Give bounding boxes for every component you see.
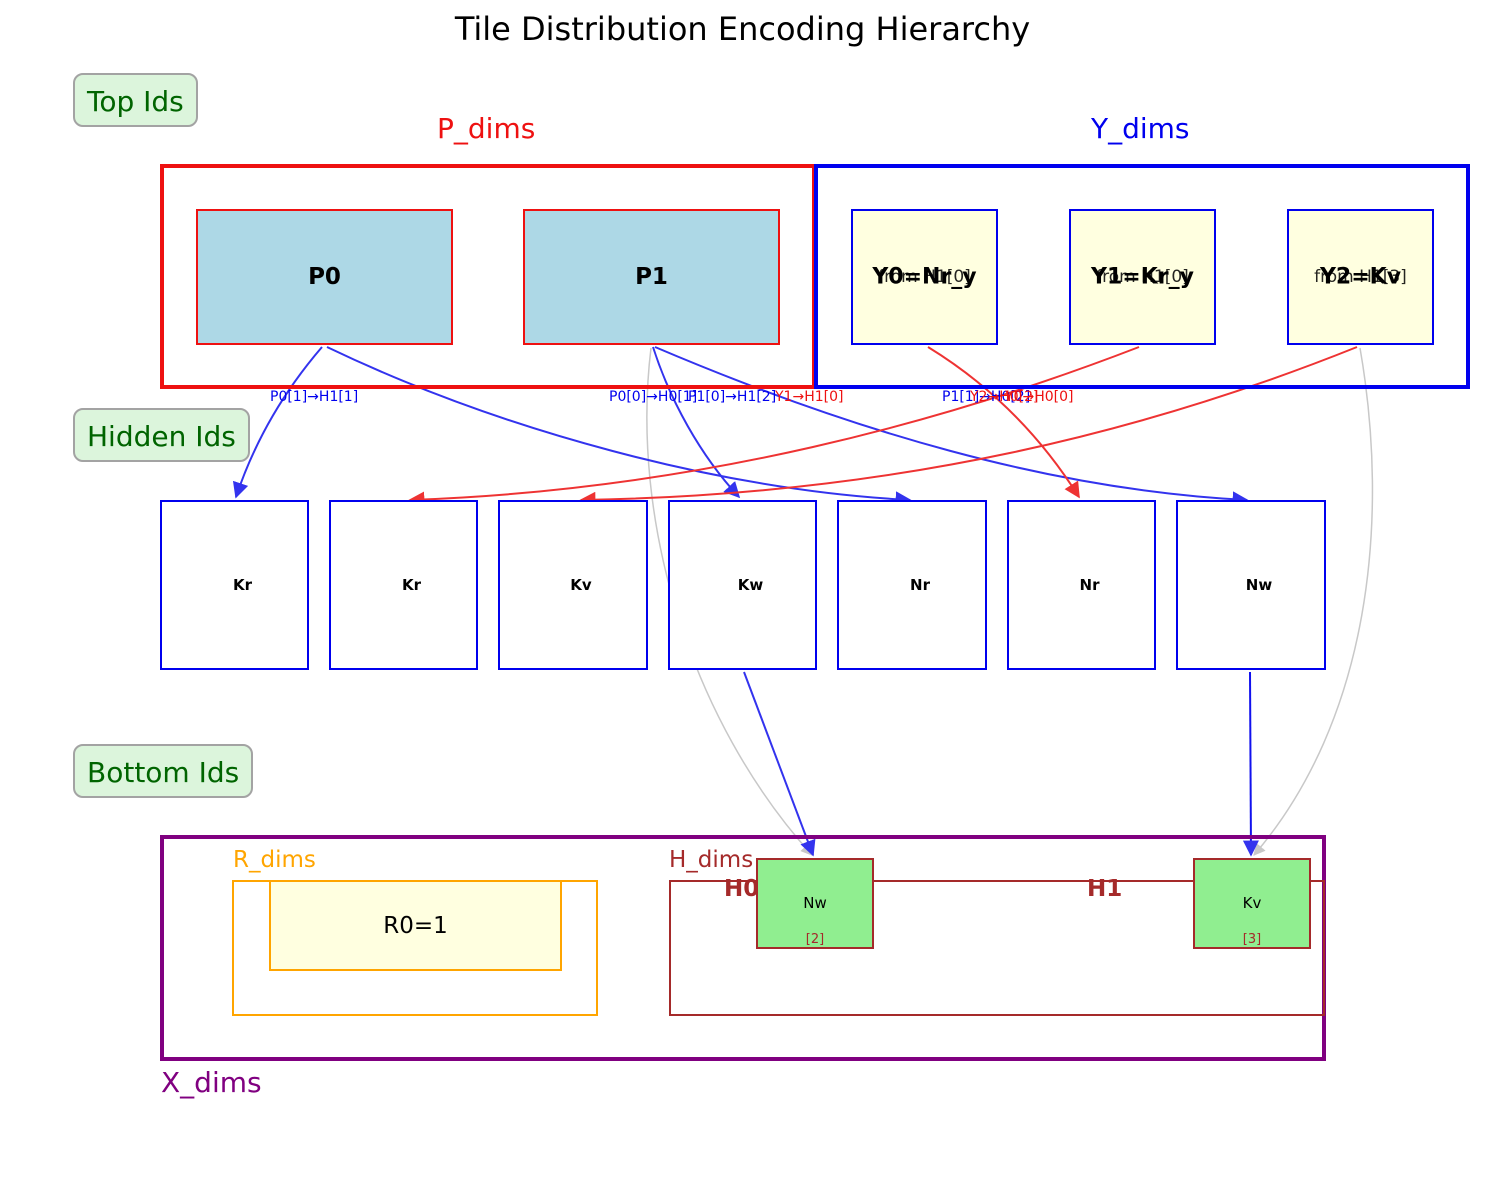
diagram-title: Tile Distribution Encoding Hierarchy (454, 10, 1031, 48)
bottom-node-index: [2] (805, 932, 825, 947)
hidden-node-label: Nr (910, 576, 930, 594)
edge-label: Y2→H0[2] (970, 389, 1039, 405)
edge-p0-kr (232, 346, 323, 499)
edge-label: Y1→H1[0] (775, 389, 844, 405)
x-dims-label: X_dims (161, 1066, 262, 1099)
level-tag-bottom: Bottom Ids (73, 744, 254, 798)
level-tag-top: Top Ids (73, 73, 198, 127)
hidden-node-label: Kv (570, 576, 592, 594)
hidden-node-3: Kw (668, 500, 817, 670)
hidden-node-label: Kw (737, 576, 764, 594)
edge-p1-kw (652, 346, 741, 499)
hidden-node-label: Nr (1079, 576, 1100, 594)
bottom-node-0: Nw [2] (756, 858, 874, 949)
gray-edge-y2-kv (1253, 347, 1374, 856)
hidden-node-label: Kr (232, 576, 253, 594)
edge-label: P0[1]→H1[1] (270, 389, 359, 405)
edge-y1-kr (408, 346, 1140, 508)
y-node-0: from H1[0] Y0=Nr_y (851, 209, 998, 345)
bottom-node-index: [3] (1242, 932, 1262, 947)
h-group-0-label: H0 (724, 876, 760, 902)
r-dims-label: R_dims (233, 847, 316, 873)
bottom-node-1: Kv [3] (1193, 858, 1311, 949)
y-node-0-source: from H1[0] (878, 267, 971, 287)
hidden-node-2: Kv (498, 500, 648, 670)
bottom-node-name: Kv (1242, 894, 1262, 912)
edge-label: P1[0]→H1[2] (688, 389, 777, 405)
hidden-node-6: Nw (1176, 500, 1326, 670)
y-dims-group (814, 164, 1470, 389)
y-node-1: from H1[0] Y1=Kr_y (1069, 209, 1216, 345)
hidden-node-0: Kr (160, 500, 309, 670)
y-node-2: from H1[3] Y2=Kv (1287, 209, 1434, 345)
hidden-node-label: Nw (1245, 576, 1273, 594)
edge-y2-kv (579, 346, 1358, 508)
h-dims-group (669, 880, 1325, 1016)
edge-label: P0[0]→H0[1] (609, 389, 698, 405)
edge-nw-kv (1242, 671, 1259, 857)
y-node-0-label: Y0=Nr_y (872, 264, 977, 290)
y-node-2-source: from H1[3] (1314, 267, 1407, 287)
r-node-0: R0=1 (269, 880, 562, 971)
edge-kw-nw (743, 671, 816, 857)
hidden-node-1: Kr (329, 500, 478, 670)
y-node-2-label: Y2=Kv (1319, 264, 1402, 290)
level-tag-hidden: Hidden Ids (73, 408, 250, 462)
hidden-node-5: Nr (1007, 500, 1156, 670)
y-node-1-source: from H1[0] (1096, 267, 1189, 287)
edge-label: P1[1]→H0[2] (942, 389, 1031, 405)
p-node-1: P1 (523, 209, 780, 345)
y-dims-label: Y_dims (1091, 112, 1190, 145)
edge-p0-nr (326, 346, 912, 508)
p-dims-label: P_dims (437, 112, 536, 145)
edge-y0-nr (927, 346, 1080, 499)
edge-label: Y0→H0[0] (1005, 389, 1074, 405)
edge-p1-nw (654, 346, 1249, 508)
hidden-node-label: Kr (401, 576, 422, 594)
h-dims-label: H_dims (669, 847, 754, 873)
p-node-0: P0 (196, 209, 453, 345)
hidden-node-4: Nr (837, 500, 987, 670)
y-node-1-label: Y1=Kr_y (1091, 264, 1194, 290)
h-group-1-label: H1 (1087, 876, 1123, 902)
bottom-node-name: Nw (803, 894, 827, 912)
